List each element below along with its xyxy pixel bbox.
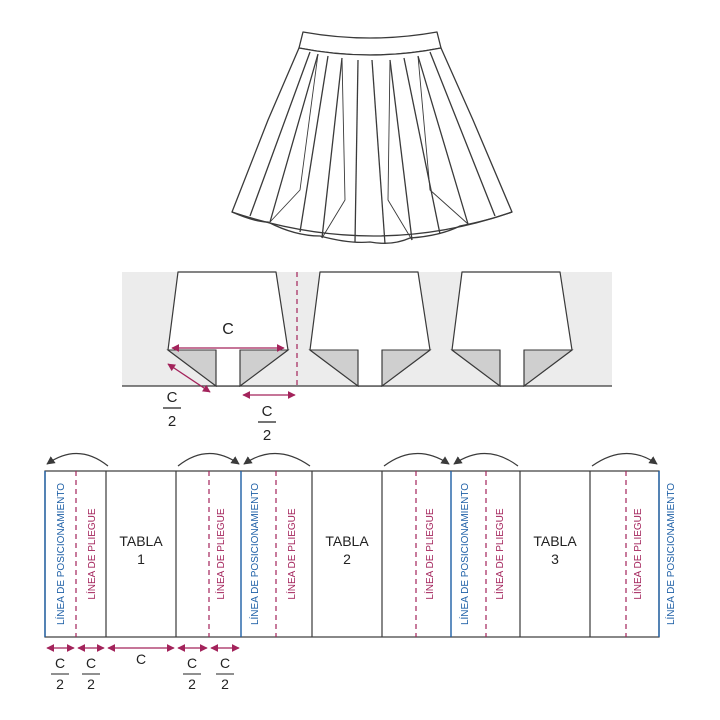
- measure-1-den: 2: [56, 676, 64, 692]
- measure-5-num: C: [220, 655, 230, 671]
- panel-3-number: 3: [551, 551, 559, 567]
- fold-label-6: LÍNEA DE PLIEGUE: [631, 508, 644, 599]
- width-label: C: [222, 321, 234, 338]
- fold-label-2: LÍNEA DE PLIEGUE: [214, 508, 227, 599]
- half-label-den-2: 2: [263, 427, 271, 444]
- panel-3-title: TABLA: [533, 533, 577, 549]
- diagonal-arrow: [167, 363, 211, 393]
- panel-2-number: 2: [343, 551, 351, 567]
- panel-1-number: 1: [137, 551, 145, 567]
- measure-4-den: 2: [188, 676, 196, 692]
- curve-arrow-5: [453, 452, 519, 467]
- fold-label-1: LÍNEA DE PLIEGUE: [85, 508, 98, 599]
- curve-arrow-3: [243, 452, 311, 467]
- half-label-num: C: [167, 389, 178, 406]
- measure-2-den: 2: [87, 676, 95, 692]
- measure-4-num: C: [187, 655, 197, 671]
- skirt-illustration: [231, 31, 513, 245]
- position-label-3: LÍNEA DE POSICIONAMIENTO: [458, 483, 471, 625]
- panel-2-title: TABLA: [325, 533, 369, 549]
- measure-5-den: 2: [221, 676, 229, 692]
- pattern-outline: [44, 470, 660, 638]
- half-label-den: 2: [168, 413, 176, 430]
- pattern-strip: TABLA 1 TABLA 2 TABLA 3 LÍNEA DE POSICIO…: [44, 452, 677, 692]
- position-label-2: LÍNEA DE POSICIONAMIENTO: [248, 483, 261, 625]
- measure-3-label: C: [136, 651, 146, 667]
- panel-1-title: TABLA: [119, 533, 163, 549]
- fold-label-5: LÍNEA DE PLIEGUE: [493, 508, 506, 599]
- curve-arrow-1: [46, 452, 109, 467]
- measure-2-num: C: [86, 655, 96, 671]
- position-label-4: LÍNEA DE POSICIONAMIENTO: [664, 483, 677, 625]
- curve-arrow-4: [383, 452, 450, 467]
- measure-1-num: C: [55, 655, 65, 671]
- fold-label-3: LÍNEA DE PLIEGUE: [285, 508, 298, 599]
- position-label-1: LÍNEA DE POSICIONAMIENTO: [54, 483, 67, 625]
- curve-arrow-2: [177, 452, 240, 467]
- half-label-num-2: C: [262, 403, 273, 420]
- fold-detail: C C 2 C 2: [122, 271, 612, 444]
- fold-label-4: LÍNEA DE PLIEGUE: [423, 508, 436, 599]
- curve-arrow-6: [591, 452, 658, 467]
